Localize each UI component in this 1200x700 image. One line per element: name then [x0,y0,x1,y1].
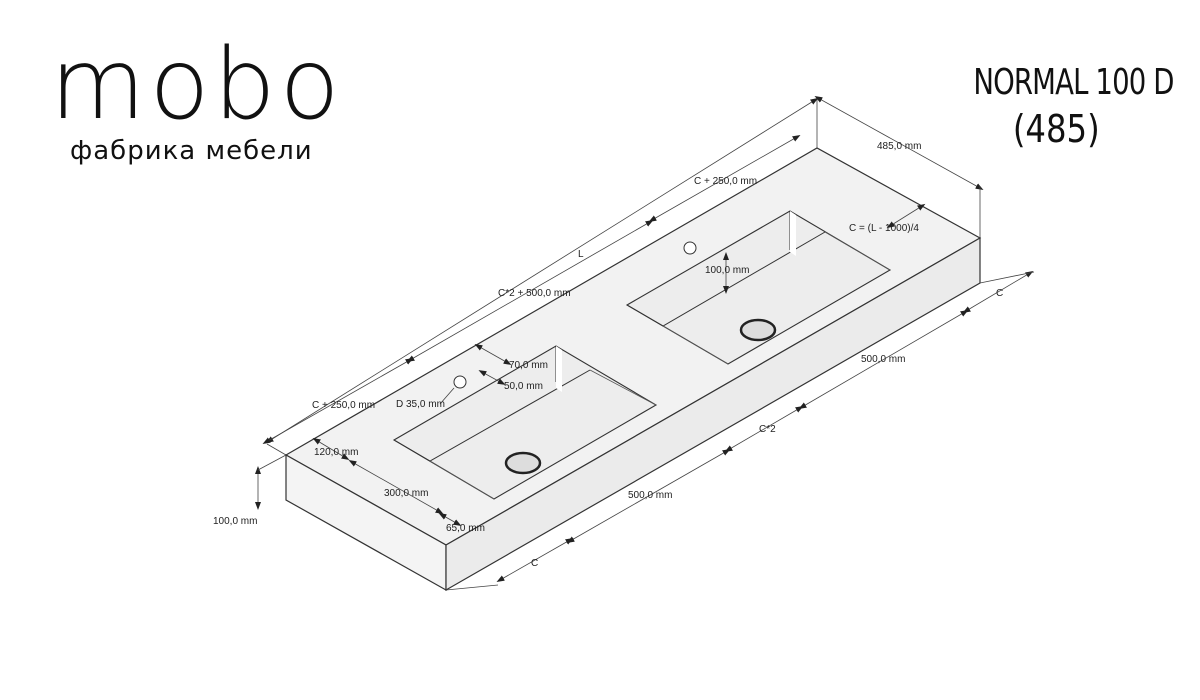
right-drain-icon [739,318,777,342]
dim-bowl-depth: 100,0 mm [705,265,749,276]
dim-c-double: C*2 [759,424,776,435]
dim-back-margin: 120,0 mm [314,447,358,458]
dim-tap-spacing-2: 50,0 mm [504,381,543,392]
dim-middle-span: C*2 + 500,0 mm [498,288,571,299]
right-tap-hole-icon [683,241,697,255]
dim-overall-length: L [578,249,584,260]
dim-bowl-length-right: 500,0 mm [861,354,905,365]
dim-top-offset: C + 250,0 mm [694,176,757,187]
product-code: (485) [1013,107,1100,151]
dim-thickness: 100,0 mm [213,516,257,527]
dim-front-margin: 65,0 mm [446,523,485,534]
dim-c-formula: C = (L - 1000)/4 [849,223,919,234]
countertop-slab [284,147,982,592]
dim-left-offset: C + 250,0 mm [312,400,375,411]
dim-tap-hole: D 35,0 mm [396,399,445,410]
dim-bowl-length-front: 500,0 mm [628,490,672,501]
dimension-lines [255,96,1035,591]
dim-c-front: C [531,558,538,569]
dim-bowl-width: 300,0 mm [384,488,428,499]
dim-tap-spacing-1: 70,0 mm [509,360,548,371]
left-tap-hole-icon [453,375,467,389]
product-heading: NORMAL 100 D (485) [938,62,1175,154]
dim-c-right: C [996,288,1003,299]
dim-depth: 485,0 mm [877,141,921,152]
left-drain-icon [504,451,542,475]
product-name: NORMAL 100 D [973,62,1175,103]
